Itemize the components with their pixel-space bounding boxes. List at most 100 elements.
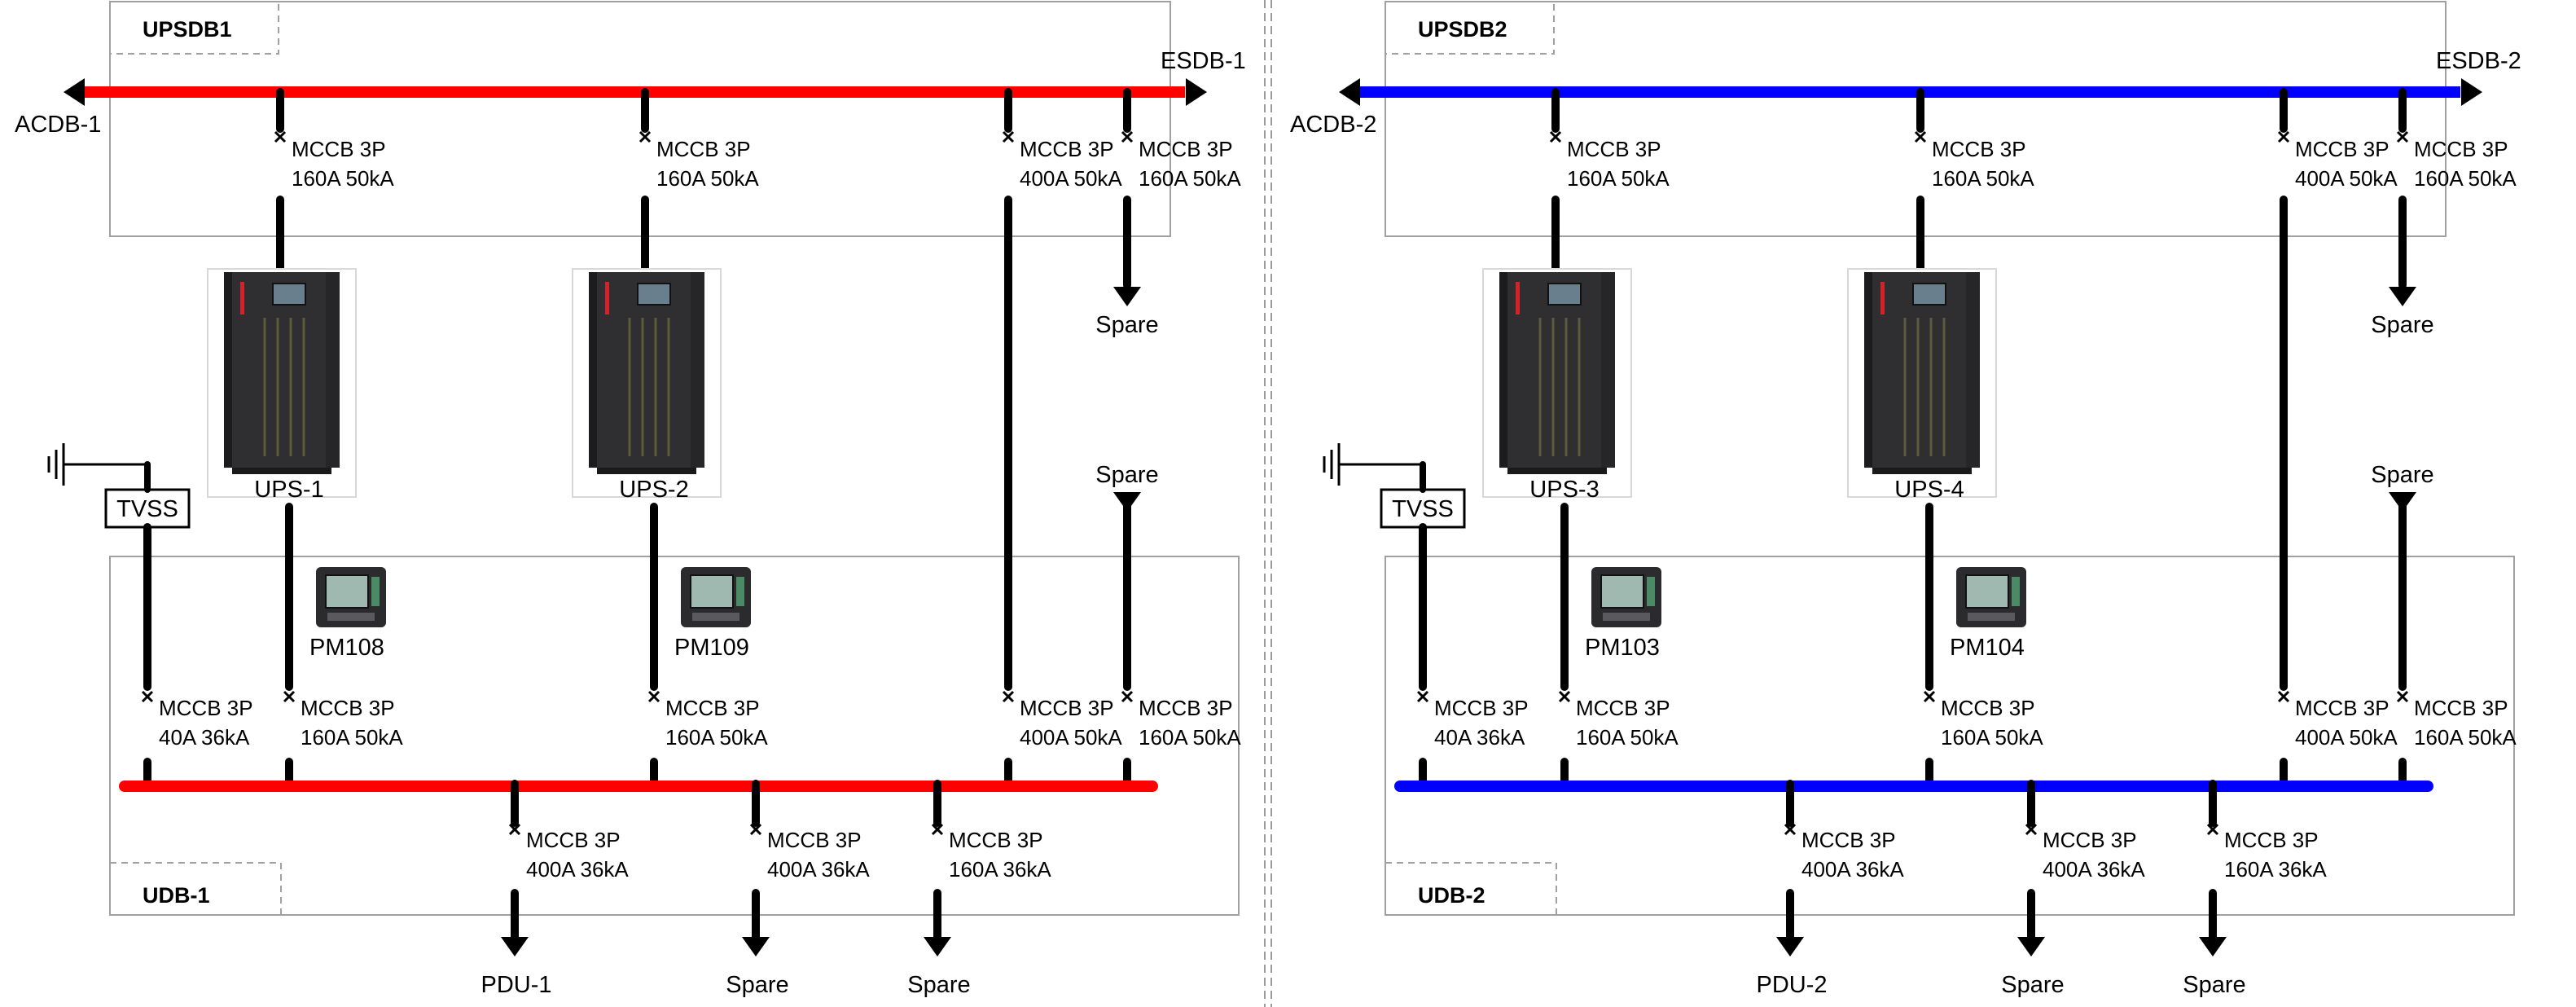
- breaker-rating-label: 160A 36kA: [949, 857, 1051, 882]
- upsdb-tag: [1385, 1, 1555, 55]
- tvss-label: TVSS: [1392, 496, 1454, 522]
- upsdb-tag: [109, 1, 279, 55]
- breaker-type-label: MCCB 3P: [2295, 696, 2389, 720]
- breaker-rating-label: 160A 50kA: [2414, 725, 2517, 750]
- system-divider: [1264, 0, 1272, 1007]
- source-left-label: ACDB-2: [1290, 112, 1376, 138]
- breaker-type-label: MCCB 3P: [526, 828, 621, 852]
- breaker-rating-label: 160A 50kA: [656, 166, 759, 191]
- breaker-rating-label: 160A 50kA: [1139, 725, 1241, 750]
- ups-label: UPS-2: [619, 477, 688, 503]
- meter-label: PM109: [674, 635, 749, 661]
- breaker-x-icon: [639, 130, 652, 143]
- breaker-type-label: MCCB 3P: [1576, 696, 1670, 720]
- breaker-type-label: MCCB 3P: [301, 696, 395, 720]
- arrow-down-icon: [2389, 287, 2416, 306]
- breaker-x-icon: [2396, 690, 2409, 703]
- spare-mid-label: Spare: [1095, 462, 1158, 488]
- breaker-type-label: MCCB 3P: [1139, 137, 1233, 161]
- arrow-left-icon: [1339, 78, 1360, 106]
- breaker-x-icon: [1416, 690, 1429, 703]
- breaker-rating-label: 400A 36kA: [2043, 857, 2145, 882]
- breaker-type-label: MCCB 3P: [1020, 696, 1114, 720]
- breaker-x-icon: [1121, 130, 1134, 143]
- meter-label: PM104: [1950, 635, 2025, 661]
- ups-cabinet-icon: [1847, 268, 1997, 498]
- breaker-rating-label: 160A 50kA: [301, 725, 403, 750]
- upsdb-title: UPSDB2: [1418, 17, 1507, 42]
- power-meter-icon: [1591, 567, 1661, 627]
- breaker-rating-label: 160A 50kA: [665, 725, 768, 750]
- breaker-type-label: MCCB 3P: [2414, 696, 2508, 720]
- breaker-rating-label: 160A 50kA: [292, 166, 394, 191]
- ground-icon: [47, 443, 65, 486]
- breaker-x-icon: [1923, 690, 1936, 703]
- udb-title: UDB-2: [1418, 883, 1485, 908]
- breaker-rating-label: 160A 50kA: [1139, 166, 1241, 191]
- breaker-type-label: MCCB 3P: [2224, 828, 2319, 852]
- breaker-type-label: MCCB 3P: [1941, 696, 2035, 720]
- breaker-x-icon: [1914, 130, 1927, 143]
- breaker-type-label: MCCB 3P: [665, 696, 760, 720]
- breaker-rating-label: 160A 36kA: [2224, 857, 2327, 882]
- power-meter-icon: [1956, 567, 2026, 627]
- breaker-rating-label: 160A 50kA: [1567, 166, 1670, 191]
- output-label: PDU-1: [481, 972, 551, 998]
- output-label: Spare: [907, 972, 970, 998]
- breaker-type-label: MCCB 3P: [1801, 828, 1896, 852]
- arrow-left-icon: [2461, 78, 2482, 106]
- arrow-down-icon: [742, 937, 770, 956]
- breaker-type-label: MCCB 3P: [1932, 137, 2026, 161]
- udb-frame: [1385, 556, 2515, 916]
- breaker-x-icon: [1002, 130, 1015, 143]
- breaker-x-icon: [647, 690, 660, 703]
- source-right-label: ESDB-2: [2436, 48, 2521, 74]
- upsdb-title: UPSDB1: [143, 17, 232, 42]
- breaker-x-icon: [1784, 823, 1797, 836]
- breaker-rating-label: 400A 50kA: [1020, 166, 1122, 191]
- breaker-rating-label: 40A 36kA: [159, 725, 250, 750]
- upsdb-frame: [1385, 1, 2447, 237]
- breaker-x-icon: [141, 690, 154, 703]
- breaker-x-icon: [2206, 823, 2219, 836]
- power-meter-icon: [681, 567, 751, 627]
- breaker-rating-label: 400A 50kA: [1020, 725, 1122, 750]
- spare-mid-label: Spare: [2371, 462, 2433, 488]
- ups-label: UPS-1: [254, 477, 323, 503]
- ground-icon: [1323, 443, 1341, 486]
- breaker-type-label: MCCB 3P: [949, 828, 1043, 852]
- power-meter-icon: [316, 567, 386, 627]
- udb-tag: [109, 862, 282, 916]
- output-label: PDU-2: [1756, 972, 1827, 998]
- ups-label: UPS-3: [1529, 477, 1599, 503]
- breaker-rating-label: 400A 36kA: [767, 857, 870, 882]
- arrow-down-icon: [924, 937, 951, 956]
- breaker-type-label: MCCB 3P: [2414, 137, 2508, 161]
- breaker-type-label: MCCB 3P: [292, 137, 386, 161]
- breaker-x-icon: [2025, 823, 2038, 836]
- output-label: Spare: [726, 972, 788, 998]
- breaker-rating-label: 160A 50kA: [1941, 725, 2043, 750]
- meter-label: PM108: [309, 635, 384, 661]
- udb-title: UDB-1: [143, 883, 210, 908]
- arrow-down-icon: [1113, 287, 1141, 306]
- breaker-x-icon: [2277, 690, 2290, 703]
- breaker-type-label: MCCB 3P: [1434, 696, 1529, 720]
- arrow-down-icon: [501, 937, 529, 956]
- breaker-type-label: MCCB 3P: [656, 137, 751, 161]
- ups-cabinet-icon: [572, 268, 722, 498]
- breaker-rating-label: 400A 36kA: [526, 857, 629, 882]
- breaker-x-icon: [2396, 130, 2409, 143]
- breaker-x-icon: [1558, 690, 1571, 703]
- breaker-rating-label: 160A 50kA: [1932, 166, 2034, 191]
- tvss-label: TVSS: [116, 496, 178, 522]
- source-left-label: ACDB-1: [15, 112, 101, 138]
- output-label: Spare: [2183, 972, 2245, 998]
- arrow-down-icon: [2017, 937, 2045, 956]
- breaker-rating-label: 40A 36kA: [1434, 725, 1525, 750]
- breaker-type-label: MCCB 3P: [1567, 137, 1661, 161]
- arrow-down-icon: [2199, 937, 2227, 956]
